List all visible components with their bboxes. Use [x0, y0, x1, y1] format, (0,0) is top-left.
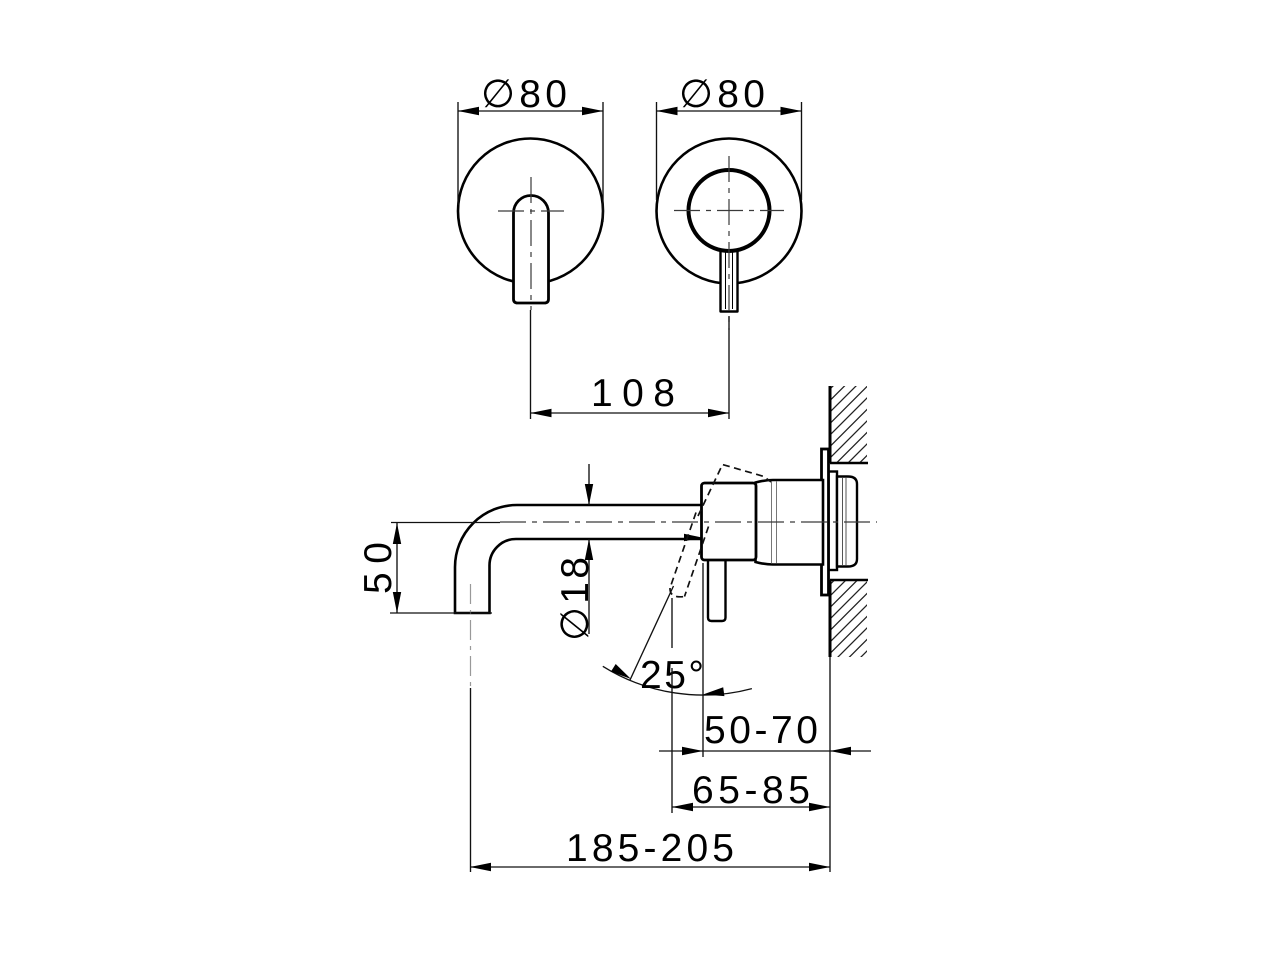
dimension-spout-rosette-diameter: ∅80 [457, 73, 604, 222]
dimension-wall-to-handle-tip: 65-85 [671, 598, 830, 813]
dim-label-wall-to-spout-outlet: 185-205 [566, 827, 734, 870]
spout-front-outline [512, 194, 550, 305]
dimension-handle-rosette-diameter: ∅80 [655, 73, 803, 200]
dim-label-handle-rosette-diameter: ∅80 [679, 73, 765, 116]
dimension-center-distance: 108 [529, 310, 730, 419]
dimension-spout-tube-diameter: ∅18 [554, 464, 597, 641]
dim-label-wall-to-handle: 50-70 [704, 709, 818, 752]
dim-label-wall-to-handle-tip: 65-85 [692, 769, 810, 812]
dim-label-spout-tube-diameter: ∅18 [554, 557, 597, 641]
rotated-lever-dashed [669, 512, 710, 598]
front-view-handle-rosette [655, 137, 803, 330]
front-view-spout-rosette [456, 137, 605, 310]
body-cylinder [754, 478, 825, 566]
handle-lever-side [706, 554, 727, 623]
wall-recess-opening-lines [830, 461, 868, 582]
handle-stem-detail-lines [725, 250, 733, 309]
dimension-wall-to-spout-outlet: 185-205 [469, 657, 831, 872]
mixer-side-view [453, 478, 825, 623]
wall-section [828, 386, 868, 657]
rotated-knob-dashed [697, 463, 772, 517]
dimension-wall-to-handle: 50-70 [659, 563, 871, 757]
handle-rotated-outline [669, 463, 772, 598]
wall-hatch-lower [830, 580, 867, 657]
centerlines [391, 521, 877, 688]
dim-label-center-distance: 108 [591, 372, 675, 415]
dim-label-spout-rosette-diameter: ∅80 [481, 73, 567, 116]
spout [453, 503, 704, 615]
wall-hatch-upper [830, 386, 867, 463]
